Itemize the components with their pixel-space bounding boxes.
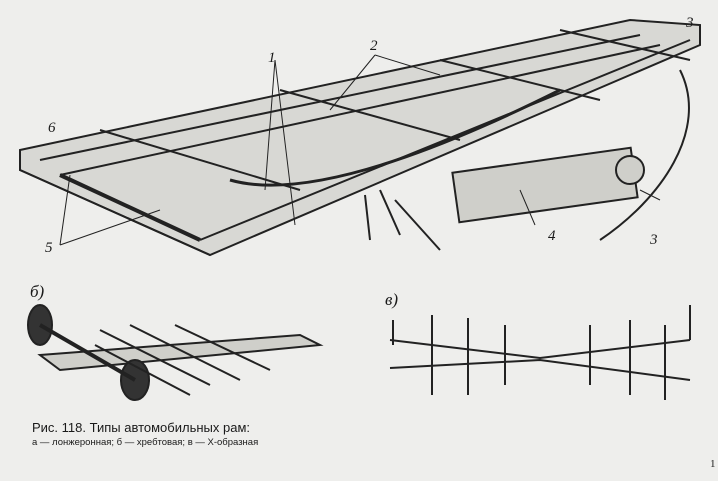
page-number: 1: [710, 458, 716, 470]
figure-caption-legend: а — лонжеронная; б — хребтовая; в — Х-об…: [32, 437, 259, 448]
panel-b-label: б): [30, 282, 45, 301]
panel-v-label: в): [385, 290, 399, 309]
callout-6: 6: [48, 120, 56, 136]
callout-1: 1: [268, 50, 276, 66]
figure-caption-title: Рис. 118. Типы автомобильных рам:: [32, 420, 250, 435]
callout-4: 4: [548, 228, 556, 244]
ladder-frame-illustration: [19, 18, 701, 257]
callout-3: 3: [650, 232, 658, 248]
callout-3-top: 3: [686, 15, 694, 31]
callout-2: 2: [370, 38, 378, 54]
callout-5: 5: [45, 240, 53, 256]
